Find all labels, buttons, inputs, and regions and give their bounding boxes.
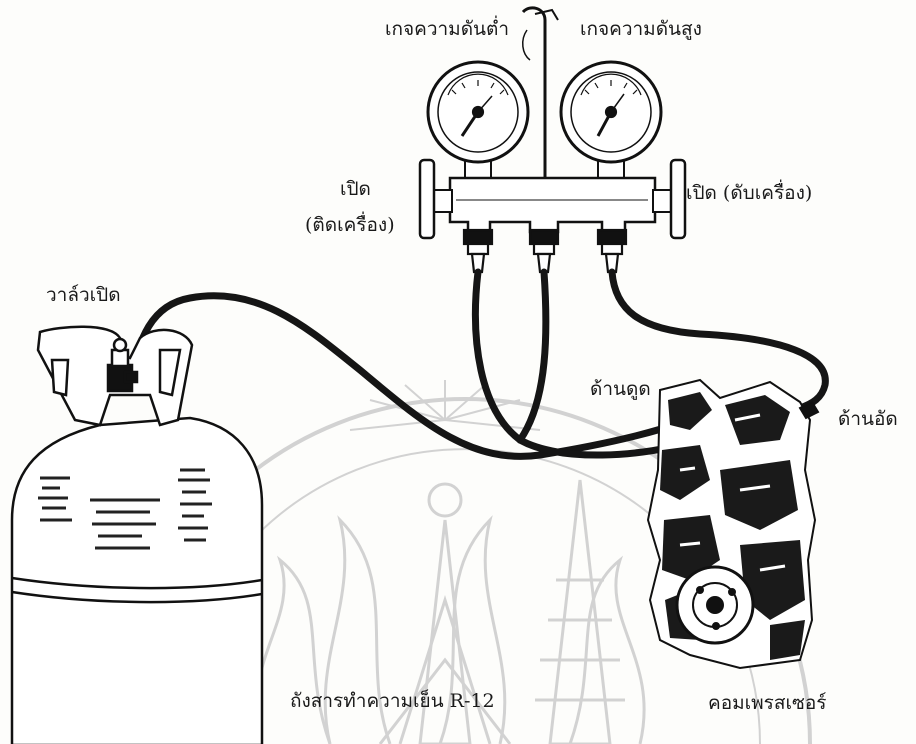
refrigerant-tank-label: ถังสารทำความเย็น R-12 [290, 690, 495, 713]
high-valve-open-label: เปิด (ดับเครื่อง) [686, 182, 812, 205]
compressor-label: คอมเพรสเซอร์ [708, 692, 826, 715]
high-pressure-gauge [561, 62, 661, 183]
low-valve-open-label: เปิด [340, 178, 371, 201]
refrigerant-tank [12, 327, 262, 744]
suction-side-label: ด้านดูด [590, 378, 651, 401]
low-valve-running-label: (ติดเครื่อง) [305, 214, 395, 237]
discharge-side-label: ด้านอัด [838, 408, 898, 431]
hose-couplers [464, 230, 626, 272]
high-pressure-gauge-label: เกจความดันสูง [580, 18, 702, 41]
manifold-gauge-set [420, 8, 685, 272]
high-side-valve-knob [653, 160, 685, 238]
tank-valve-open-label: วาล์วเปิด [46, 284, 121, 307]
compressor [648, 380, 818, 668]
low-pressure-gauge [428, 62, 528, 183]
compressor-clutch-pulley [677, 567, 753, 643]
low-pressure-gauge-label: เกจความดันต่ำ [385, 18, 509, 41]
hose-center [520, 272, 546, 440]
low-side-valve-knob [420, 160, 452, 238]
